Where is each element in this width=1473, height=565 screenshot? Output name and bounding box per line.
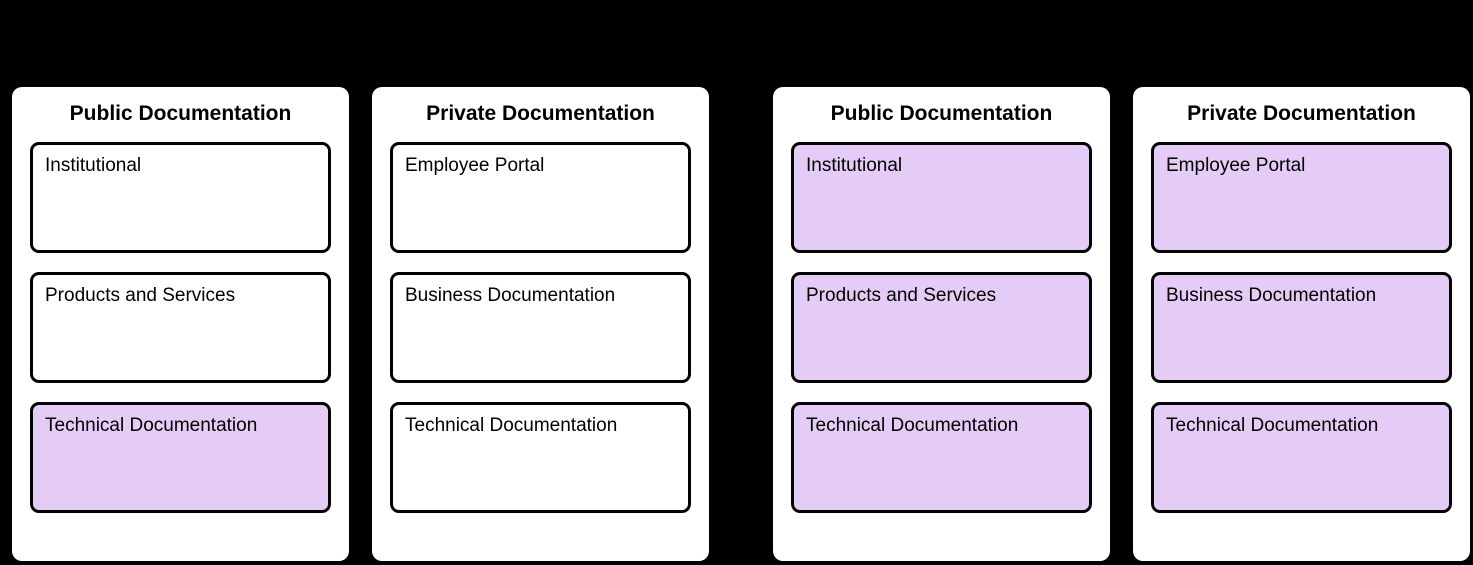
box-label: Technical Documentation [45,415,258,437]
panel-title: Public Documentation [69,102,292,125]
box-technical-documentation: Technical Documentation [390,402,691,514]
box-business-documentation: Business Documentation [390,272,691,384]
panel-public-documentation-left: Public Documentation Institutional Produ… [12,87,349,561]
box-label: Business Documentation [1166,285,1377,307]
box-label: Employee Portal [405,155,545,177]
box-label: Institutional [806,155,903,177]
box-label: Employee Portal [1166,155,1306,177]
box-employee-portal: Employee Portal [1151,142,1452,254]
box-technical-documentation: Technical Documentation [1151,402,1452,514]
box-technical-documentation: Technical Documentation [791,402,1092,514]
panel-public-documentation-right: Public Documentation Institutional Produ… [773,87,1110,561]
panel-title: Public Documentation [830,102,1053,125]
box-label: Technical Documentation [405,415,618,437]
box-products-and-services: Products and Services [30,272,331,384]
panel-title: Private Documentation [1187,102,1416,125]
box-business-documentation: Business Documentation [1151,272,1452,384]
panel-private-documentation-left: Private Documentation Employee Portal Bu… [372,87,709,561]
box-institutional: Institutional [30,142,331,254]
box-label: Technical Documentation [806,415,1019,437]
panel-private-documentation-right: Private Documentation Employee Portal Bu… [1133,87,1470,561]
box-label: Technical Documentation [1166,415,1379,437]
panel-title: Private Documentation [426,102,655,125]
box-technical-documentation: Technical Documentation [30,402,331,514]
box-label: Institutional [45,155,142,177]
box-label: Business Documentation [405,285,616,307]
box-employee-portal: Employee Portal [390,142,691,254]
box-products-and-services: Products and Services [791,272,1092,384]
box-institutional: Institutional [791,142,1092,254]
box-label: Products and Services [45,285,236,307]
panel-row: Public Documentation Institutional Produ… [12,87,1470,561]
box-label: Products and Services [806,285,997,307]
